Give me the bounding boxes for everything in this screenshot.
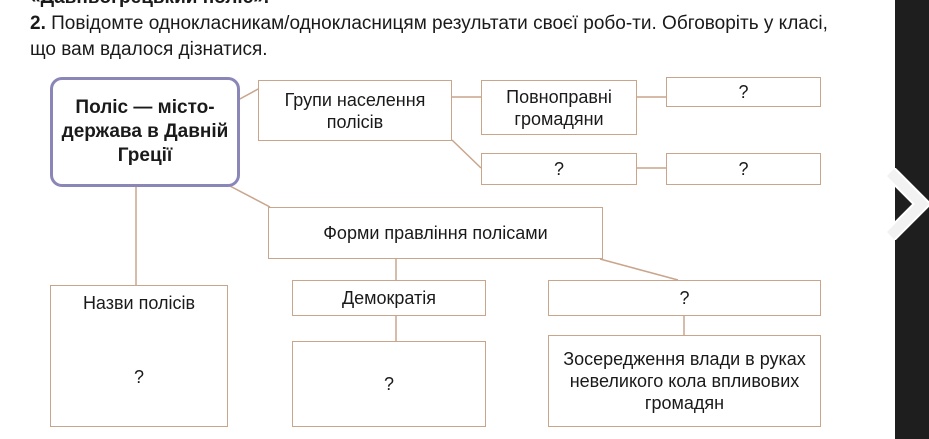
polis-main-box: Поліс — місто-держава в Давній Греції bbox=[50, 77, 240, 187]
task-number: 2. bbox=[30, 13, 46, 34]
government-forms-box: Форми правління полісами bbox=[268, 207, 603, 259]
group-unknown-box: ? bbox=[481, 153, 637, 185]
oligarchy-description-box: Зосередження влади в руках невеликого ко… bbox=[548, 335, 821, 427]
task-paragraph: 2. Повідомте однокласникам/однокласницям… bbox=[30, 11, 840, 63]
polis-names-unknown: ? bbox=[133, 367, 144, 387]
full-citizens-box: Повноправні громадяни bbox=[481, 80, 637, 135]
group-detail-unknown-box: ? bbox=[666, 153, 821, 185]
democracy-unknown-box: ? bbox=[292, 341, 486, 427]
full-citizens-unknown-box: ? bbox=[666, 77, 821, 107]
democracy-box: Демократія bbox=[292, 280, 486, 316]
polis-names-box: Назви полісів ? bbox=[50, 285, 228, 427]
task-text: Повідомте однокласникам/однокласницям ре… bbox=[30, 13, 828, 60]
textbook-page: «Давньогрецький поліс». 2. Повідомте одн… bbox=[30, 0, 840, 427]
chevron-right-icon[interactable] bbox=[870, 168, 929, 240]
population-groups-box: Групи населення полісів bbox=[258, 80, 452, 141]
polis-names-title: Назви полісів bbox=[82, 293, 196, 313]
other-form-unknown-box: ? bbox=[548, 280, 821, 316]
connector-lines bbox=[135, 87, 685, 341]
previous-line: «Давньогрецький поліс». bbox=[30, 0, 269, 9]
